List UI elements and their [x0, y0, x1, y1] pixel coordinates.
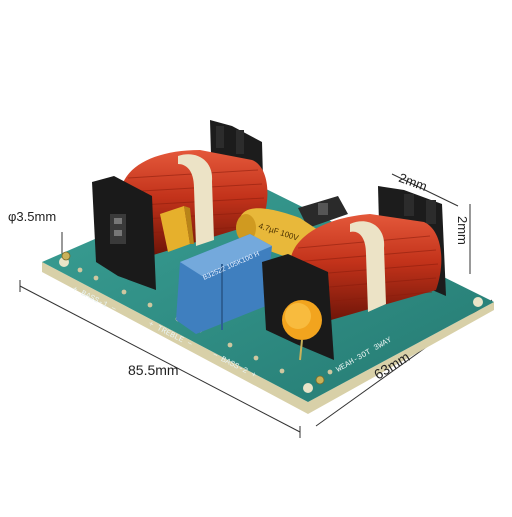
terminal-screws [61, 251, 325, 385]
cable-tie [178, 154, 214, 246]
screw-terminal [61, 251, 71, 261]
side-offset-label: 2mm [455, 216, 470, 245]
blue-film-capacitors: B32522 105K100 H [176, 234, 272, 334]
length-dimension-line [19, 285, 301, 433]
left-inductor-coil [92, 120, 268, 290]
cable-tie [350, 221, 386, 312]
board-edge [42, 262, 494, 414]
mounting-hole [303, 383, 313, 393]
hole-diameter-label: φ3.5mm [8, 209, 57, 224]
mounting-hole [473, 297, 483, 307]
orange-disc-component [282, 300, 322, 361]
slide-switch [298, 196, 348, 228]
length-dimension-label: 85.5mm [128, 362, 179, 378]
screw-terminal [315, 375, 325, 385]
top-offset-dimension-line [391, 173, 459, 207]
small-yellow-capacitor [160, 206, 194, 252]
